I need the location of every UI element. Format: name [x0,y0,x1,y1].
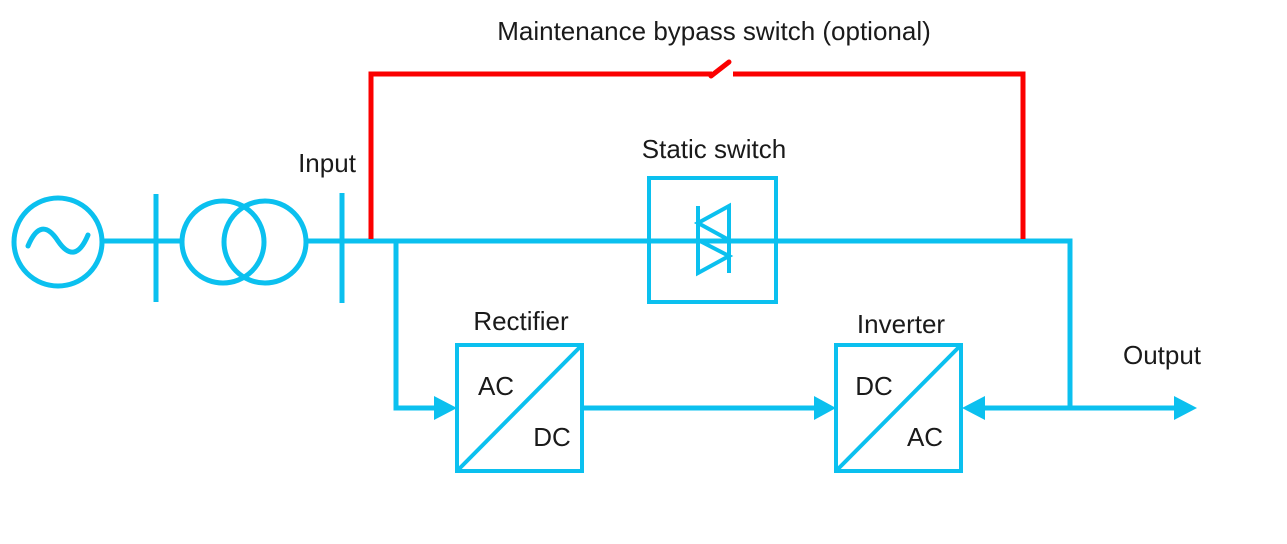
ac-source-icon [11,195,105,289]
rectifier-block [455,343,584,473]
rectifier-dc-text: DC [533,422,571,452]
inverter-label: Inverter [856,309,946,339]
rectifier-label: Rectifier [473,306,569,336]
input-label: Input [298,148,356,178]
arrowhead-icon-into-inverter-right [962,396,985,420]
transformer-icon [179,198,309,286]
rectifier-ac-text: AC [477,371,515,401]
main-bus-line [305,238,1073,406]
antiparallel-thyristor-icon [693,202,734,277]
diagram-title: Maintenance bypass switch (optional) [497,16,931,46]
maintenance-bypass-path [368,59,1026,239]
inverter-dc-text: DC [855,371,893,401]
inverter-ac-text: AC [906,422,944,452]
rectifier-branch-line [393,241,434,411]
arrowhead-icon-into-inverter [814,396,836,420]
arrowhead-icon-into-rectifier [434,396,457,420]
static-switch-box [647,176,778,304]
open-switch-icon [708,59,732,79]
inverter-block [834,343,963,473]
arrowhead-icon-output [1174,396,1197,420]
output-label: Output [1122,340,1202,370]
static-switch-label: Static switch [641,134,787,164]
